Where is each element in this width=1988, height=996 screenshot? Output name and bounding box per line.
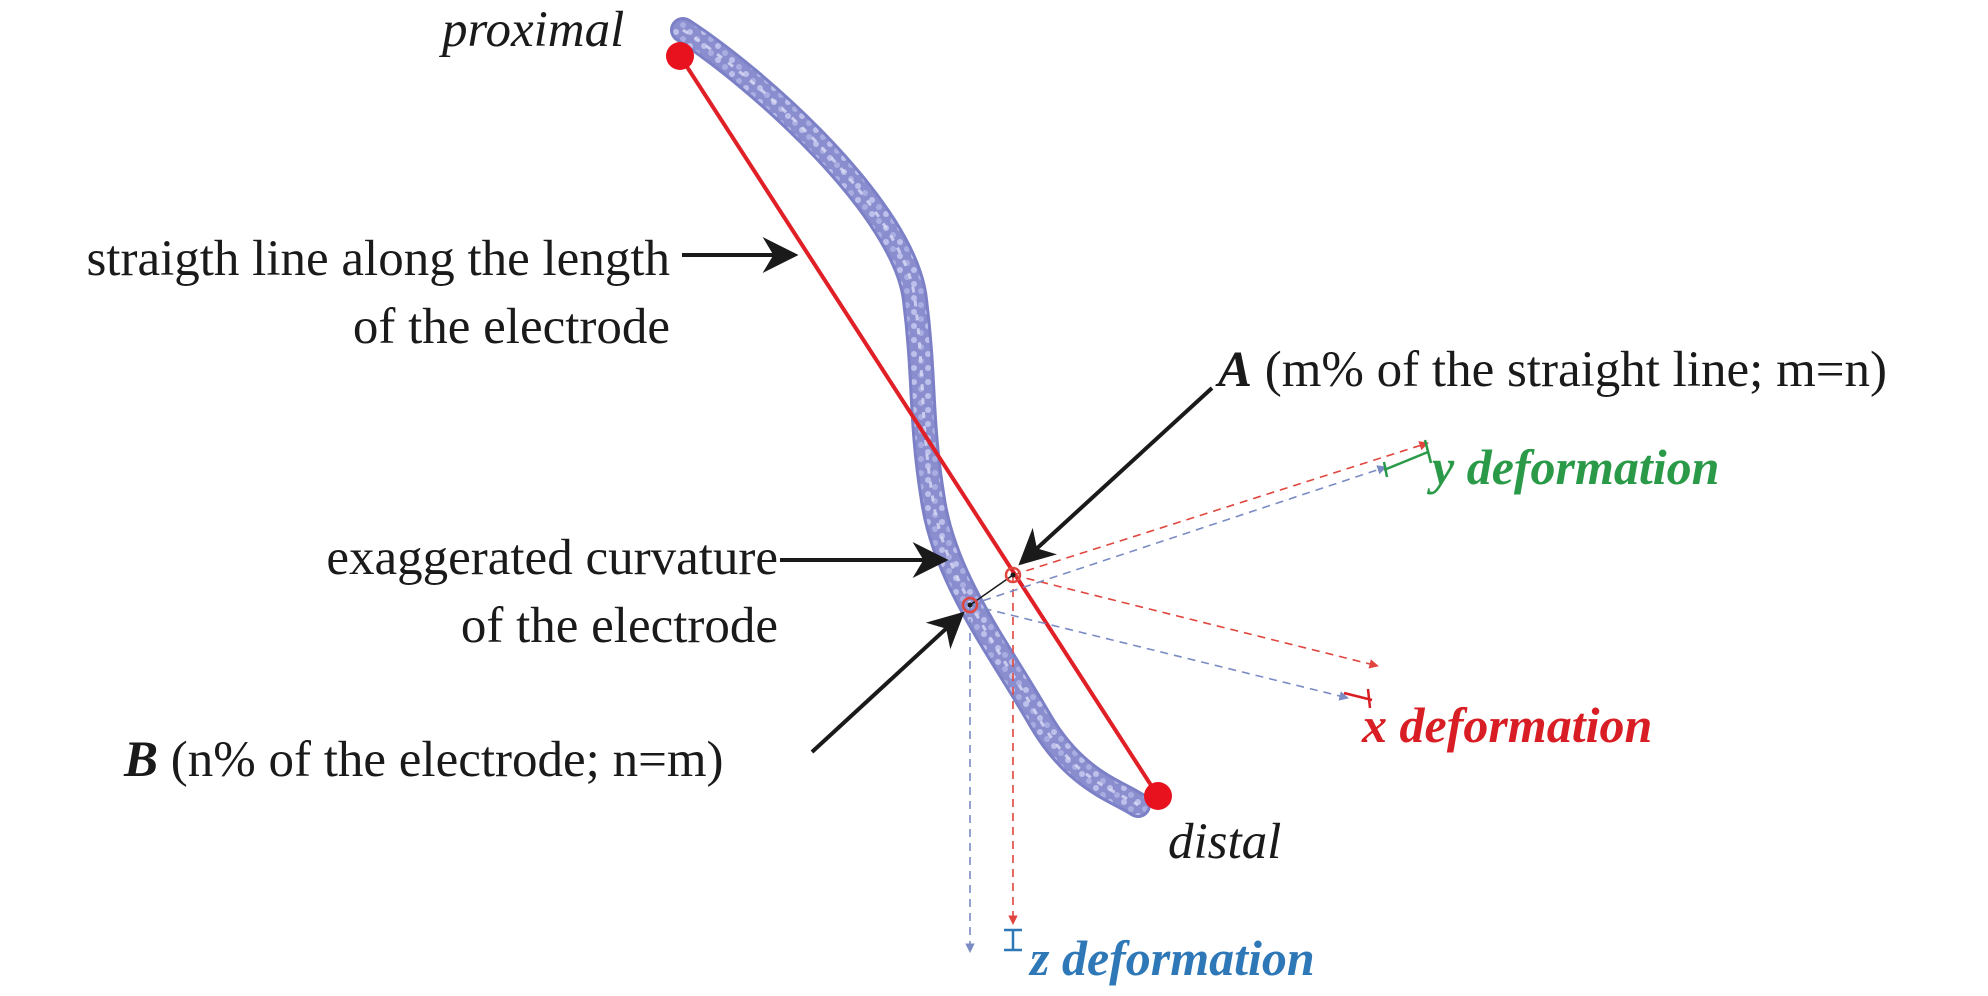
distal-label: distal (1168, 814, 1281, 870)
proximal-endpoint (666, 42, 694, 70)
electrode-curve (670, 17, 1151, 818)
point-b-label: B (n% of the electrode; n=m) (123, 732, 724, 788)
point-b-arrow (810, 611, 965, 754)
y-deformation-bracket (1382, 439, 1433, 478)
straight-line (678, 54, 1160, 798)
point-b-letter: B (123, 732, 158, 788)
point-a-description: (m% of the straight line; m=n) (1252, 342, 1887, 398)
proximal-label: proximal (439, 2, 624, 58)
curvature-label-line2: of the electrode (461, 598, 778, 654)
x-deformation-bracket (1343, 688, 1373, 709)
point-a-label: A (m% of the straight line; m=n) (1215, 342, 1887, 398)
point-a-arrow (1018, 386, 1214, 566)
x-deformation-label: x deformation (1361, 697, 1652, 753)
straight-line-label-line1: straigth line along the length (86, 231, 670, 287)
distal-endpoint (1144, 782, 1172, 810)
point-a-letter: A (1215, 342, 1252, 398)
point-b-marker (961, 596, 979, 614)
deformation-projections (965, 441, 1429, 953)
y-deformation-label: y deformation (1427, 439, 1719, 495)
point-a-marker (1004, 566, 1022, 584)
curvature-label-line1: exaggerated curvature (326, 530, 778, 586)
point-b-description: (n% of the electrode; n=m) (158, 732, 723, 788)
z-deformation-bracket (1004, 928, 1022, 952)
straight-line-label-line2: of the electrode (353, 299, 670, 355)
z-deformation-label: z deformation (1028, 930, 1315, 986)
